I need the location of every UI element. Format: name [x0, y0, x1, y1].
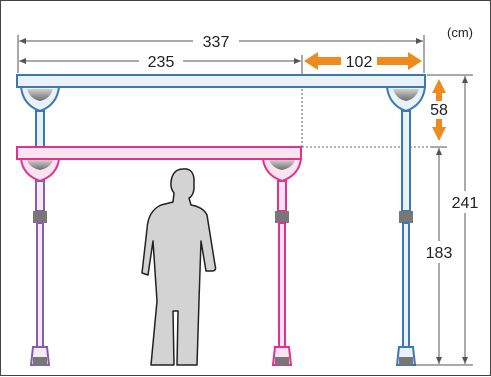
- total-width-label: 337: [203, 34, 230, 51]
- width-dimension-337: [17, 35, 425, 73]
- unit-label: (cm): [447, 25, 473, 40]
- vertical-arrow-icon: [432, 79, 446, 141]
- height-dimension-183: [413, 146, 473, 366]
- lower-frame: [16, 146, 303, 366]
- horizontal-arrow-icon: [304, 52, 422, 70]
- upper-frame-bar-icon: [16, 74, 426, 88]
- upper-frame: [16, 74, 427, 366]
- base-width-label: 235: [148, 54, 175, 71]
- width-dimension-235: [19, 55, 303, 73]
- height-dimension-241: [427, 74, 473, 364]
- extension-width-label: 102: [346, 54, 373, 71]
- person-silhouette-icon: [141, 168, 217, 366]
- lower-height-label: 183: [426, 245, 453, 262]
- height-difference-label: 58: [430, 102, 448, 119]
- lower-frame-bar-icon: [16, 146, 302, 160]
- total-height-label: 241: [452, 195, 479, 212]
